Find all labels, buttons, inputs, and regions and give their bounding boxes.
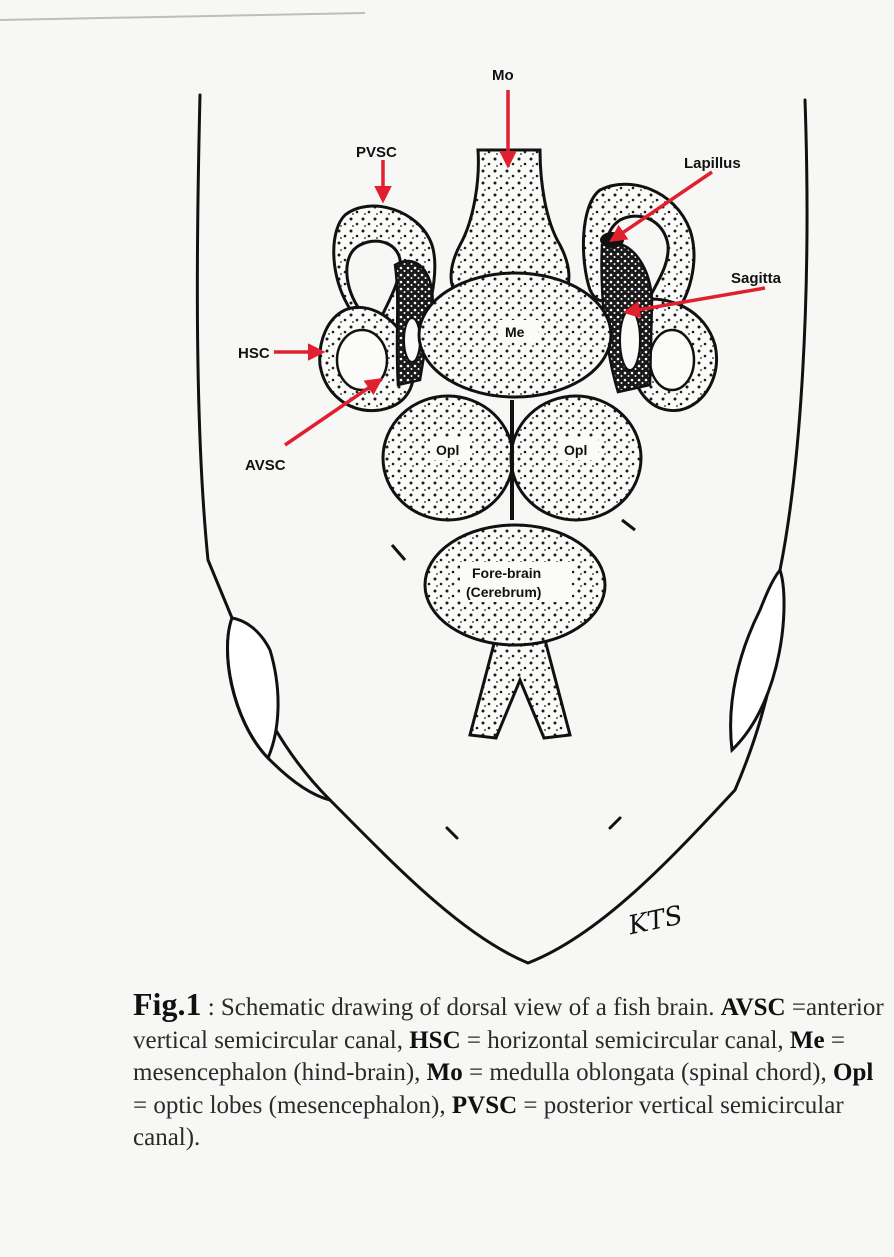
label-forebrain: Fore-brain: [472, 565, 541, 581]
label-mo: Mo: [492, 67, 514, 84]
label-me: Me: [505, 324, 525, 340]
caption-term: Mo = medulla oblongata (spinal chord),: [427, 1059, 833, 1086]
label-opl-left: Opl: [436, 442, 459, 458]
label-hsc: HSC: [238, 345, 270, 362]
caption-term: HSC = horizontal semicircular canal,: [409, 1027, 790, 1054]
caption-term-abbr: PVSC: [452, 1092, 517, 1119]
caption-term-definition: horizontal semicircular canal,: [487, 1027, 790, 1054]
caption-term-abbr: Opl: [833, 1059, 873, 1086]
caption-term-definition: optic lobes (mesencephalon),: [153, 1092, 452, 1119]
caption-term-abbr: AVSC: [721, 994, 786, 1021]
label-lapillus: Lapillus: [684, 155, 741, 172]
medulla-oblongata: [451, 150, 569, 290]
caption-intro: Schematic drawing of dorsal view of a fi…: [221, 994, 715, 1021]
caption-term-definition: mesencephalon (hind-brain),: [133, 1059, 427, 1086]
label-sagitta: Sagitta: [731, 270, 782, 287]
label-cerebrum: (Cerebrum): [466, 584, 541, 600]
olfactory-tracts: [470, 640, 570, 738]
fish-brain-diagram: Mo PVSC Lapillus Sagitta HSC AVSC Me Opl…: [0, 0, 894, 980]
caption-term-abbr: Me: [790, 1027, 825, 1054]
caption-separator: :: [201, 994, 220, 1021]
figure-caption: Fig.1 : Schematic drawing of dorsal view…: [133, 988, 893, 1155]
caption-fig-label: Fig.1: [133, 986, 201, 1022]
label-avsc: AVSC: [245, 457, 286, 474]
label-opl-right: Opl: [564, 442, 587, 458]
scan-edge-line: [0, 13, 365, 20]
caption-term-definition: medulla oblongata (spinal chord),: [489, 1059, 833, 1086]
caption-term-abbr: HSC: [409, 1027, 460, 1054]
artist-signature: KTS: [625, 901, 686, 942]
caption-term-abbr: Mo: [427, 1059, 463, 1086]
right-inner-ear: [583, 184, 716, 410]
label-pvsc: PVSC: [356, 144, 397, 161]
